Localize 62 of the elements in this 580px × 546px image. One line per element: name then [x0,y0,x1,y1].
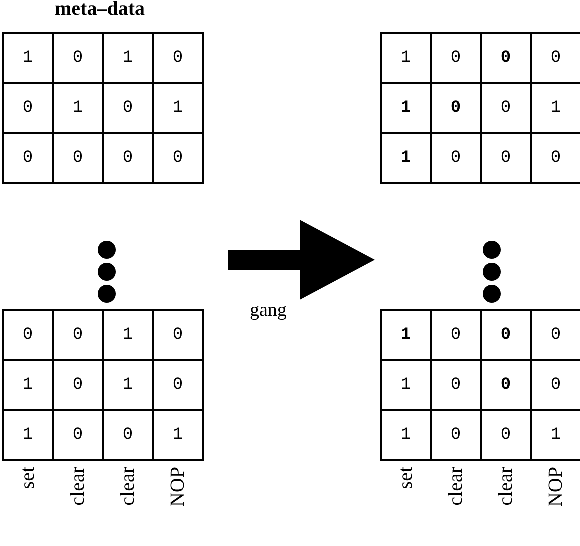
bit-cell: 1 [104,34,152,82]
bit-cell: 0 [432,311,480,359]
bit-cell: 1 [54,84,102,132]
bit-cell: 0 [104,134,152,182]
bit-cell: 0 [432,34,480,82]
column-label: clear [495,467,517,506]
bit-cell: 1 [382,311,430,359]
bit-cell: 0 [4,311,52,359]
bit-cell: 1 [532,84,580,132]
bit-cell: 0 [54,361,102,409]
bit-cell: 0 [4,134,52,182]
bit-matrix-table [380,309,580,461]
bit-cell: 0 [54,311,102,359]
block-arrow [228,220,375,300]
bit-cell: 0 [154,134,202,182]
bit-cell: 0 [54,411,102,459]
table-heading: meta–data [54,0,146,21]
bit-cell: 1 [154,411,202,459]
bit-cell: 1 [4,411,52,459]
bit-cell: 0 [432,411,480,459]
bit-cell: 0 [482,411,530,459]
bit-cell: 0 [154,361,202,409]
bit-cell: 0 [482,34,530,82]
bit-cell: 0 [482,311,530,359]
bit-cell: 0 [482,134,530,182]
bit-cell: 0 [104,411,152,459]
bit-cell: 1 [532,411,580,459]
bit-matrix-table [2,309,204,461]
bit-cell: 0 [432,84,480,132]
bit-cell: 0 [54,34,102,82]
bit-cell: 0 [432,134,480,182]
bit-cell: 1 [104,311,152,359]
bit-cell: 0 [4,84,52,132]
column-label: clear [67,467,89,506]
bit-cell: 1 [4,361,52,409]
bit-cell: 0 [532,34,580,82]
column-label: set [17,467,39,490]
column-label: NOP [167,467,189,508]
bit-matrix-table [380,32,580,184]
column-label: clear [445,467,467,506]
column-label: NOP [545,467,567,508]
bit-cell: 1 [382,411,430,459]
column-label: set [395,467,417,490]
bit-cell: 0 [532,134,580,182]
bit-cell: 0 [54,134,102,182]
bit-cell: 1 [382,361,430,409]
bit-cell: 0 [482,361,530,409]
bit-cell: 1 [382,34,430,82]
bit-cell: 0 [432,361,480,409]
bit-cell: 1 [4,34,52,82]
bit-cell: 0 [104,84,152,132]
bit-cell: 1 [382,134,430,182]
bit-cell: 0 [532,361,580,409]
bit-matrix-table [2,32,204,184]
bit-cell: 0 [532,311,580,359]
bit-cell: 1 [154,84,202,132]
bit-cell: 0 [154,34,202,82]
bit-cell: 1 [382,84,430,132]
bit-cell: 0 [154,311,202,359]
column-label: clear [117,467,139,506]
bit-cell: 1 [104,361,152,409]
bit-cell: 0 [482,84,530,132]
